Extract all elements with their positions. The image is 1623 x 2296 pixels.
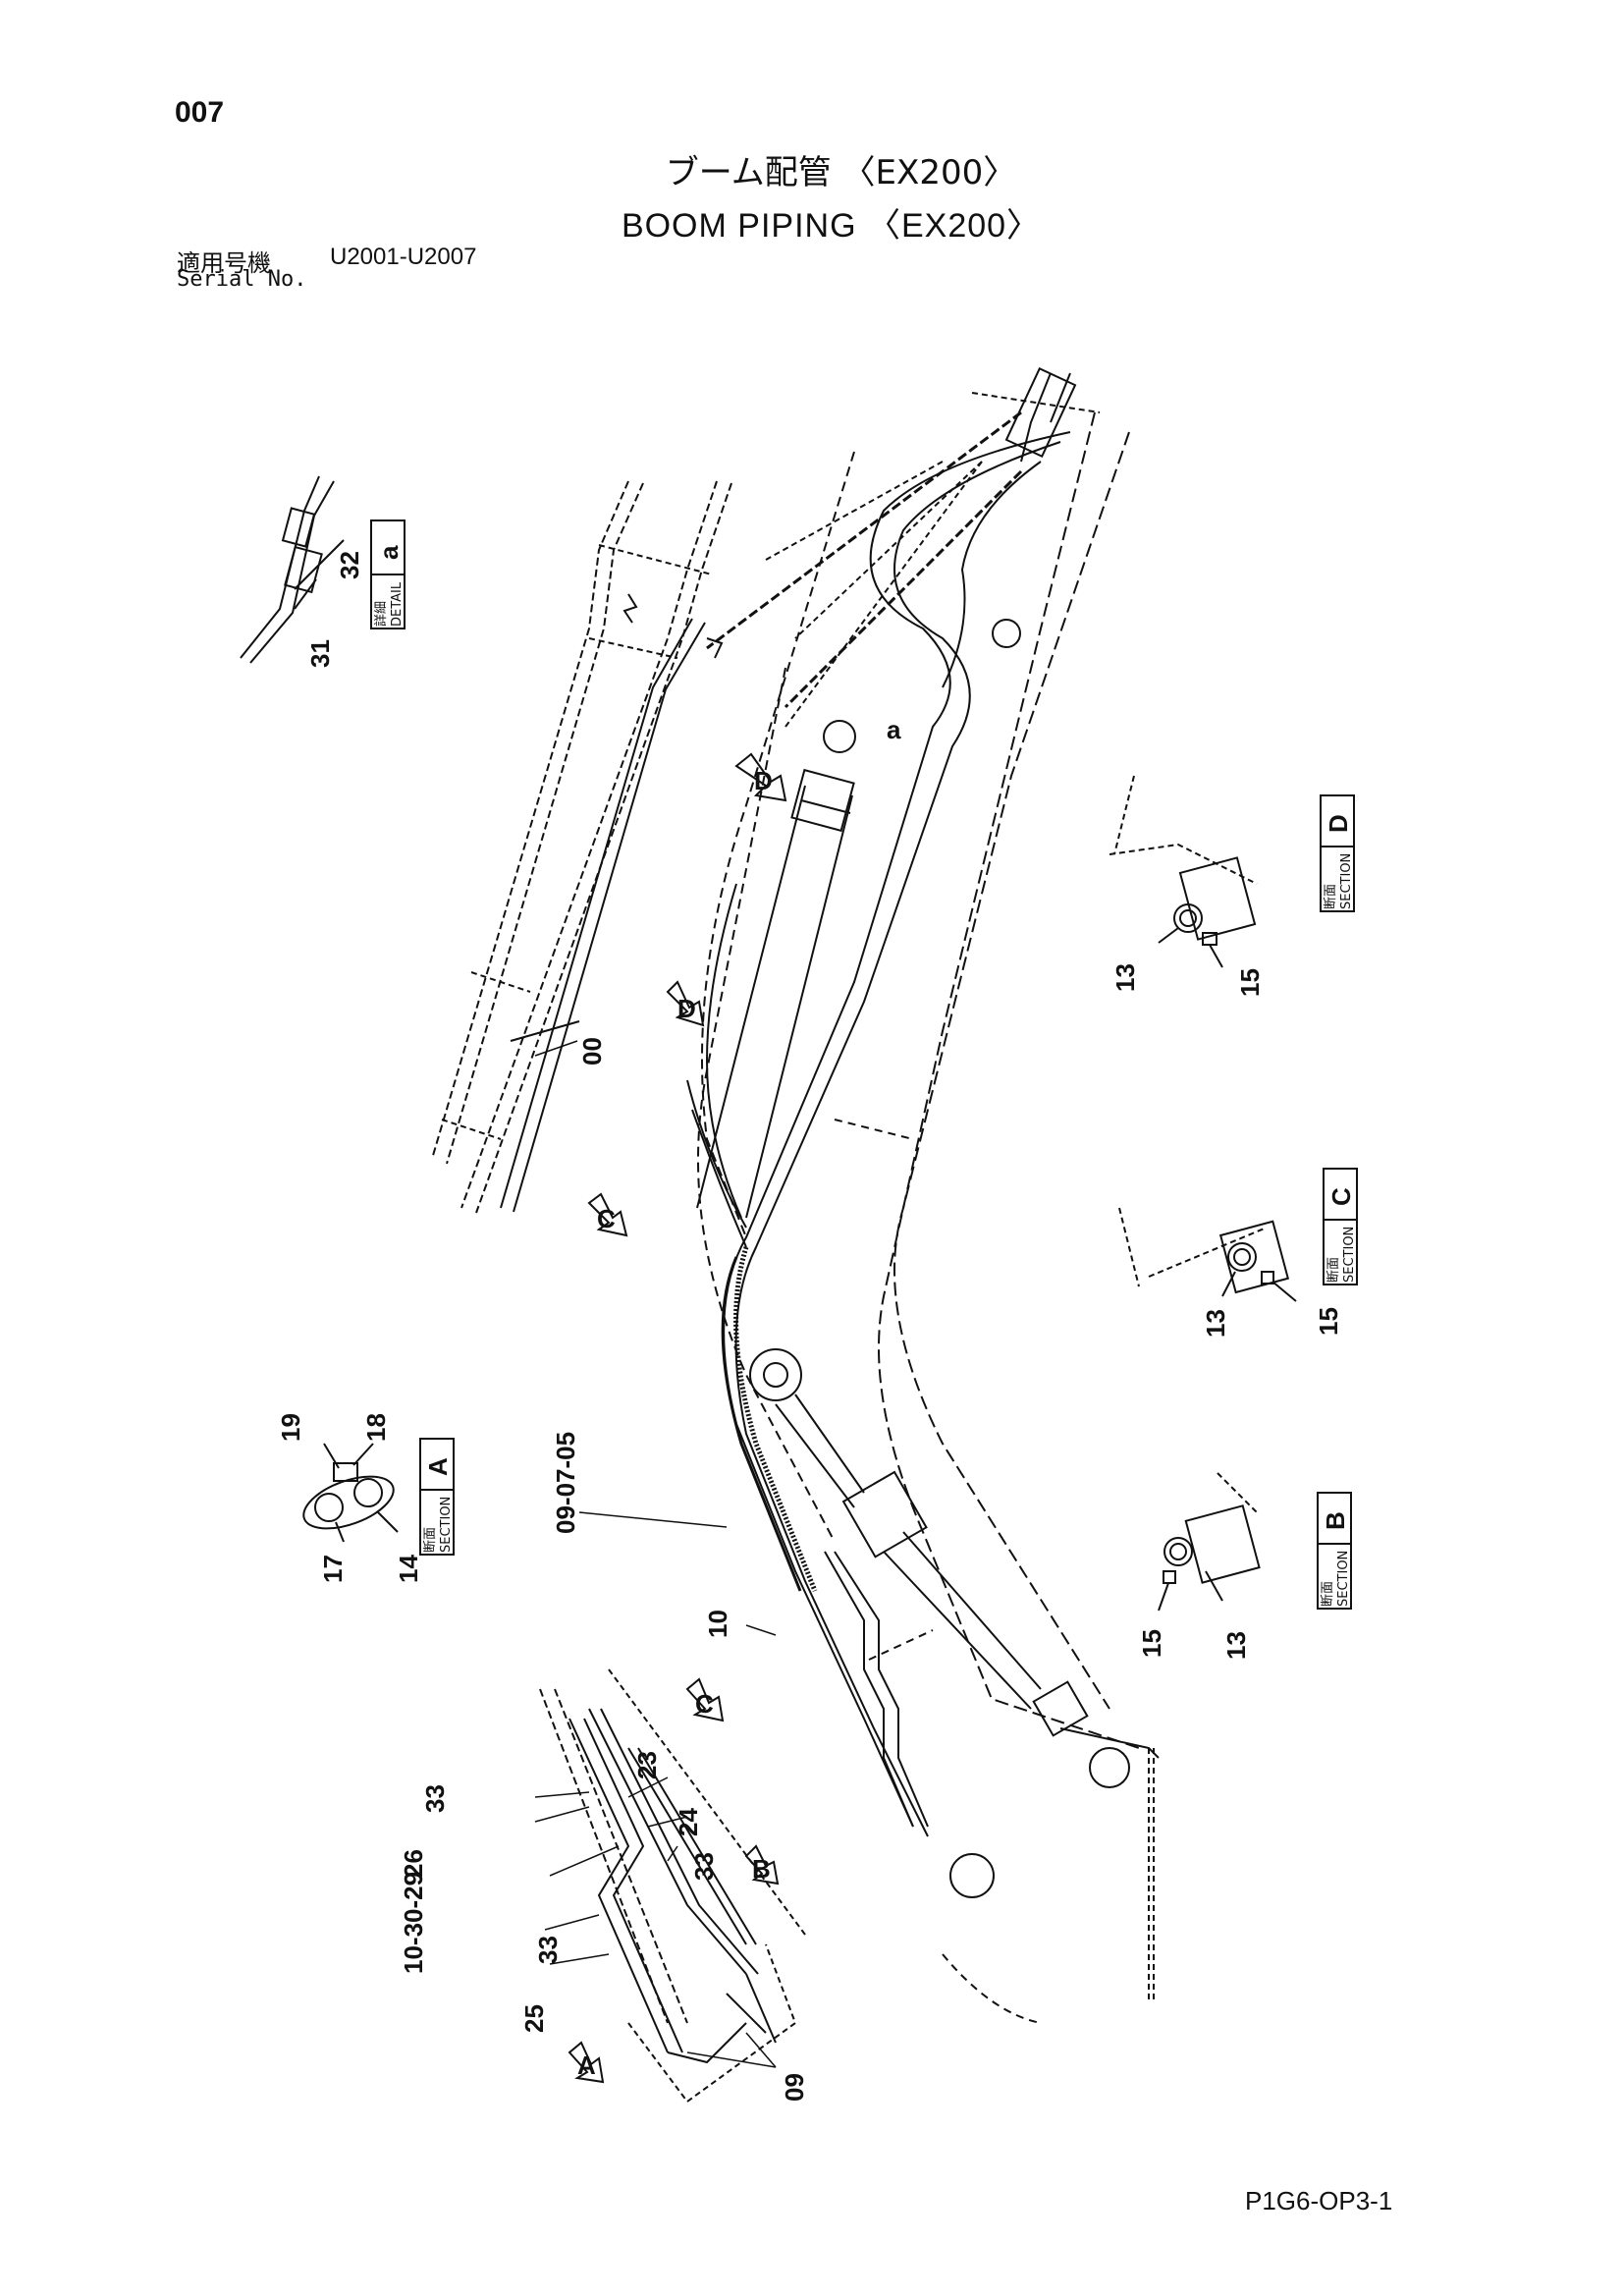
serial-label-japanese: 適用号機 [177,249,271,277]
part-label-33-third: 33 [533,1936,563,1964]
view-arrow-c-label: C [597,1204,616,1233]
part-label-13-section-c: 13 [1201,1309,1230,1338]
view-arrow-b-label: B [752,1854,771,1884]
section-b-drawing [1158,1472,1261,1612]
boom-hoses [686,366,1101,1837]
bottom-left-hose-group [539,1668,806,2104]
part-label-31: 31 [305,639,335,668]
section-d-jp: 断面 [1324,884,1338,909]
part-label-33-second: 33 [689,1852,719,1881]
part-labels: 32 31 a 00 13 15 13 15 15 13 19 18 17 14… [276,551,1343,2102]
part-label-33-first: 33 [420,1784,450,1813]
part-label-10: 10 [703,1610,732,1638]
section-d-en: SECTION [1339,853,1354,909]
page-number: 007 [175,96,225,129]
view-arrow-a: A [568,2041,605,2084]
section-b-box: 断面 SECTION B [1317,1492,1352,1610]
part-label-18: 18 [361,1413,391,1442]
section-a-en: SECTION [439,1497,454,1553]
view-arrow-a-label: A [577,2050,596,2080]
boom-cylinder [696,619,1130,1898]
section-d-letter: D [1324,814,1353,833]
part-label-10-30-29: 10-30-29 [399,1872,428,1974]
leader-lines [534,1040,777,2068]
detail-a-en: DETAIL [390,581,405,627]
part-label-24: 24 [674,1808,703,1836]
section-c-letter: C [1326,1187,1356,1206]
part-label-25: 25 [519,2004,549,2033]
section-a-jp: 断面 [423,1527,438,1553]
section-a-box: 断面 SECTION A [419,1438,455,1556]
section-b-jp: 断面 [1321,1581,1335,1607]
section-c-box: 断面 SECTION C [1323,1168,1358,1285]
detail-marker-a: a [887,715,901,744]
part-label-19: 19 [276,1413,305,1442]
section-b-letter: B [1321,1511,1350,1530]
detail-a-drawing [240,475,345,664]
section-c-en: SECTION [1342,1227,1357,1283]
title-japanese: ブーム配管 〈EX200〉 [665,153,1017,192]
part-label-26: 26 [399,1849,428,1878]
section-a-letter: A [423,1457,453,1476]
part-label-15-section-c: 15 [1314,1307,1343,1336]
section-c-jp: 断面 [1326,1257,1341,1283]
part-label-09: 09 [780,2073,809,2102]
section-a-drawing [302,1443,399,1543]
detail-a-box: 詳細 DETAIL a [370,519,406,629]
part-label-13-section-b: 13 [1221,1631,1251,1660]
view-arrow-c-top: C [587,1192,628,1237]
view-arrow-c-bottom-label: C [695,1689,714,1719]
view-arrow-d-mid: D [666,980,705,1027]
part-label-17: 17 [318,1555,348,1583]
view-arrow-c-bottom: C [685,1677,725,1722]
part-label-09-07-05: 09-07-05 [551,1432,580,1534]
view-arrow-b: B [744,1844,780,1886]
part-label-15-section-b: 15 [1137,1629,1166,1658]
part-label-32: 32 [335,551,364,579]
view-arrow-d-mid-label: D [677,994,696,1023]
part-label-15-section-d: 15 [1235,968,1265,997]
view-arrow-d-label: D [754,766,773,795]
section-d-drawing [1109,775,1258,968]
serial-label-english: Serial No. [177,267,307,292]
serial-range: U2001-U2007 [330,244,477,270]
section-d-box: 断面 SECTION D [1320,794,1355,912]
part-label-23: 23 [632,1751,662,1779]
title-english: BOOM PIPING 〈EX200〉 [621,207,1042,245]
part-label-14: 14 [394,1555,423,1583]
section-b-en: SECTION [1336,1551,1351,1607]
detail-a-jp: 詳細 [373,601,389,627]
view-arrow-d-top: D [734,752,787,802]
drawing-code: P1G6-OP3-1 [1245,2186,1393,2215]
boom-outline [697,411,1160,2024]
part-label-00: 00 [577,1037,607,1066]
detail-a-letter: a [374,545,404,560]
part-label-13-section-d: 13 [1110,963,1140,992]
pipe-assembly-00 [431,480,732,1214]
section-c-drawing [1118,1207,1297,1302]
